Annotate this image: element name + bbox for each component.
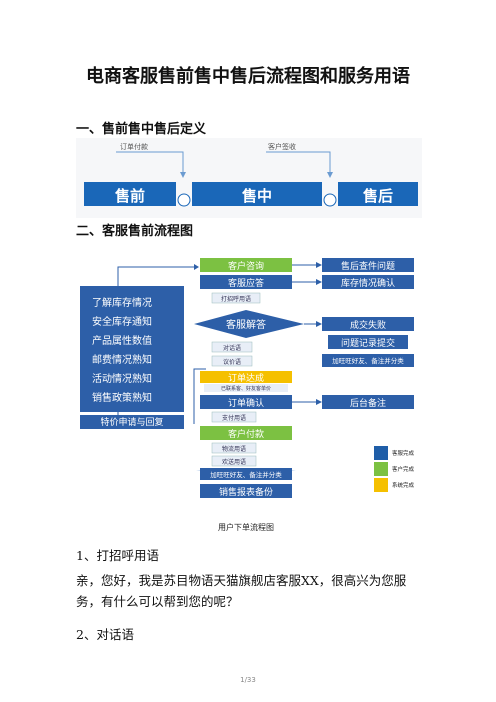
stage-bar-insale	[192, 182, 322, 206]
arrowhead	[316, 279, 322, 285]
stage-node-2	[323, 193, 337, 207]
stage-label-aftersale: 售后	[363, 187, 393, 205]
backend-note-label: 后台备注	[350, 397, 386, 409]
presale-timeline-diagram: 订单付款 客户签收 售前 售中 售后	[76, 138, 422, 218]
document-title: 电商客服售前售中售后流程图和服务用语	[86, 66, 410, 87]
stock-confirm-label: 库存情况确认	[341, 277, 395, 289]
flowchart-caption: 用户下单流程图	[218, 522, 274, 532]
sales-backup-label: 销售报表备份	[219, 486, 273, 498]
service-reply-label: 客服应答	[228, 277, 264, 289]
arrowhead	[316, 262, 322, 268]
legend-label-service: 客服完成	[392, 449, 415, 457]
problem-submit-box	[328, 335, 408, 349]
knowledge-item: 安全库存通知	[92, 315, 152, 328]
greeting-phrase-label: 打招呼用语	[221, 295, 251, 303]
dialog-phrase-box	[211, 341, 253, 353]
legend-swatch-yellow	[374, 478, 388, 492]
deal-fail-box	[322, 317, 414, 331]
page-number: 1/33	[240, 676, 256, 684]
order-confirm-label: 订单确认	[228, 397, 264, 409]
knowledge-box	[80, 286, 184, 412]
special-price-connector	[193, 368, 206, 424]
stage-bar-aftersale	[338, 182, 418, 206]
stage-node-1	[177, 193, 191, 207]
payment-phrase-box	[211, 411, 257, 423]
legend-label-customer: 客户完成	[392, 465, 415, 473]
logistics-phrase-box	[211, 442, 257, 454]
knowledge-item: 活动情况熟知	[92, 372, 152, 385]
stage-label-insale: 售中	[242, 187, 272, 205]
label-order-paid: 订单付款	[120, 142, 148, 151]
legend-label-system: 系统完成	[392, 481, 415, 489]
service-answer-diamond	[194, 310, 304, 338]
order-paid-connector	[116, 151, 184, 176]
order-confirm-box	[200, 395, 292, 409]
add-friend-box	[200, 468, 292, 480]
order-reached-box	[200, 371, 292, 383]
farewell-phrase-label: 欢送用语	[222, 458, 246, 466]
section-heading-flowchart: 二、客服售前流程图	[76, 224, 194, 239]
dialog-phrase-label: 对话语	[223, 344, 241, 352]
stage-bar-presale	[84, 182, 176, 206]
customer-consult-label: 客户咨询	[228, 260, 264, 272]
greeting-text: 亲，您好，我是苏目物语天猫旗舰店客服XX，很高兴为您服务，有什么可以帮到您的呢？	[76, 573, 407, 609]
special-price-label: 特价申请与回复	[100, 416, 163, 428]
customer-pay-label: 客户付款	[228, 428, 264, 440]
customer-signed-connector	[266, 151, 331, 176]
special-price-box	[80, 415, 184, 429]
arrowhead	[316, 321, 322, 327]
objection-phrase-label: 议价语	[223, 358, 241, 366]
presale-flowchart: 了解库存情况 安全库存通知 产品属性数值 邮费情况熟知 活动情况熟知 销售政策熟…	[80, 258, 415, 532]
knowledge-item: 销售政策熟知	[92, 391, 152, 404]
payment-phrase-label: 支付用语	[222, 414, 246, 422]
item-dialog-heading: 2、对话语	[76, 627, 134, 642]
service-reply-box	[200, 275, 292, 289]
customer-consult-box	[200, 258, 292, 272]
greeting-phrase-box	[211, 292, 261, 304]
sales-backup-box	[200, 484, 292, 498]
knowledge-item: 邮费情况熟知	[92, 353, 152, 366]
service-answer-label: 客服解答	[226, 318, 266, 331]
stock-confirm-box	[322, 275, 414, 289]
loop-arrowhead	[194, 264, 199, 270]
objection-phrase-box	[211, 355, 253, 367]
label-customer-signed: 客户签收	[268, 142, 296, 151]
knowledge-item: 了解库存情况	[92, 296, 152, 309]
after-sales-box	[322, 258, 414, 272]
arrowhead	[316, 399, 322, 405]
order-paid-arrowhead	[180, 172, 186, 178]
stage-label-presale: 售前	[115, 187, 145, 205]
logistics-phrase-label: 物流用语	[222, 445, 246, 453]
customer-signed-arrowhead	[327, 172, 333, 178]
add-friend-right-box	[322, 354, 414, 367]
after-sales-label: 售后查件问题	[341, 260, 395, 272]
problem-submit-label: 问题记录提交	[341, 337, 395, 349]
customer-pay-box	[200, 426, 292, 440]
order-reached-label: 订单达成	[228, 372, 264, 384]
backend-note-box	[322, 395, 414, 409]
legend-swatch-green	[374, 462, 388, 476]
item-greeting-heading: 1、打招呼用语	[76, 548, 159, 563]
reached-note-label: 已联系客、好友客单价	[221, 385, 271, 392]
reached-note-box	[204, 384, 288, 392]
deal-fail-label: 成交失败	[350, 319, 386, 331]
add-friend-right-label: 加旺旺好友、备注并分类	[332, 356, 404, 365]
add-friend-label: 加旺旺好友、备注并分类	[210, 470, 282, 479]
farewell-phrase-box	[211, 455, 257, 467]
legend-swatch-blue	[374, 446, 388, 460]
knowledge-item: 产品属性数值	[92, 334, 152, 347]
section-heading-definition: 一、售前售中售后定义	[76, 122, 207, 137]
